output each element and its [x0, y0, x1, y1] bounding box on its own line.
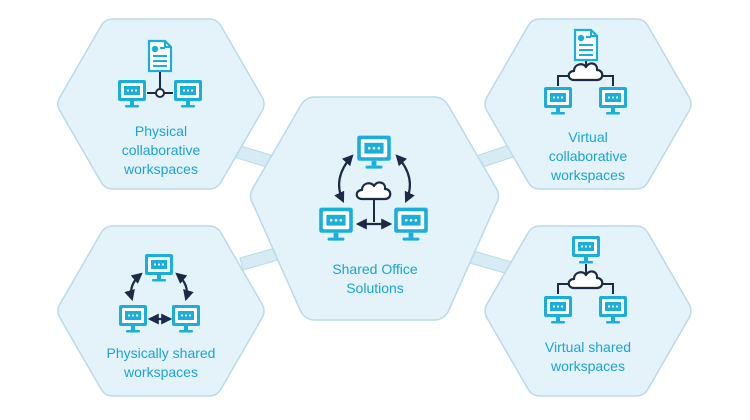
icon-group-bottom-left — [119, 254, 200, 333]
icon-group-top-left — [118, 39, 202, 108]
arrow-icon — [124, 272, 143, 302]
icon-group-bottom-right — [544, 236, 627, 324]
hex-bottom-right — [484, 225, 692, 397]
hex-top-left — [57, 18, 265, 190]
arrow-icon — [395, 154, 415, 203]
icon-group-center — [319, 135, 428, 241]
label-virtual-collaborative: Virtual collaborative workspaces — [548, 129, 628, 183]
document-icon — [573, 28, 599, 62]
hex-top-right — [484, 18, 692, 190]
arrow-icon — [175, 272, 194, 302]
hex-bottom-left — [57, 225, 265, 397]
arrow-icon — [334, 154, 354, 203]
document-icon — [147, 39, 173, 73]
label-virtual-shared: Virtual shared workspaces — [544, 339, 632, 374]
label-physical-collaborative: Physical collaborative workspaces — [121, 123, 201, 177]
icon-group-top-right — [544, 28, 627, 115]
label-shared-office-solutions: Shared Office Solutions — [332, 261, 418, 296]
label-physically-shared: Physically shared workspaces — [106, 345, 216, 380]
